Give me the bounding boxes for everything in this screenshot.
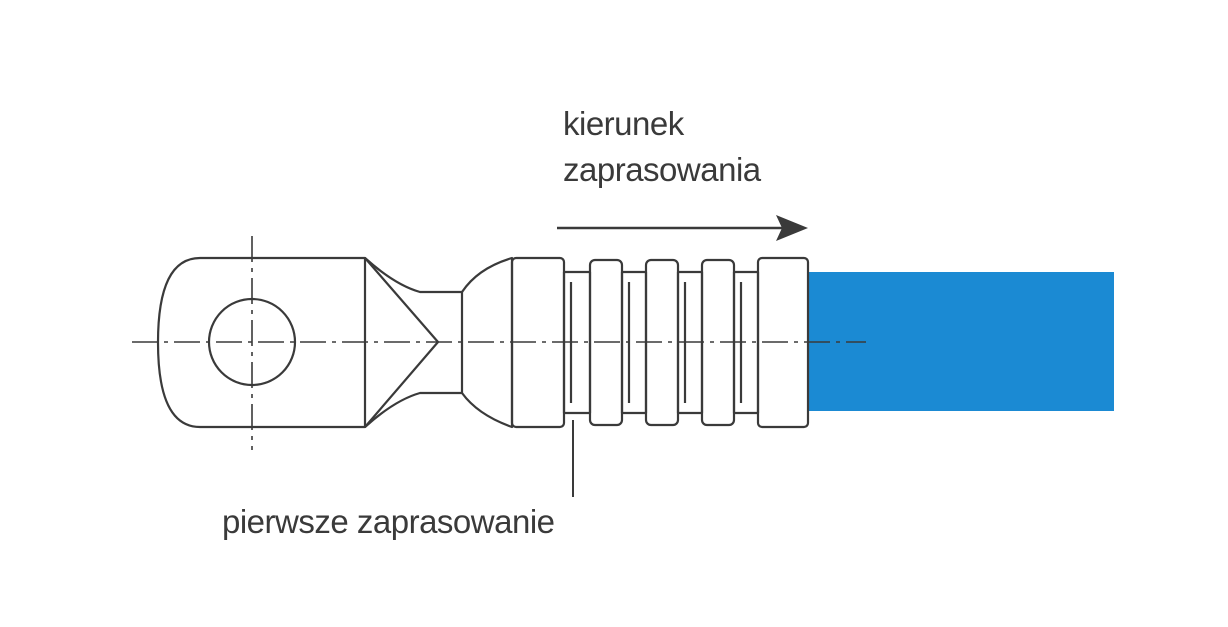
lug-eye (156, 256, 367, 429)
first-crimp-label: pierwsze zaprasowanie (222, 503, 555, 540)
direction-label-line2: zaprasowania (563, 151, 761, 188)
direction-arrow (557, 215, 808, 241)
direction-label-line1: kierunek (563, 105, 684, 142)
